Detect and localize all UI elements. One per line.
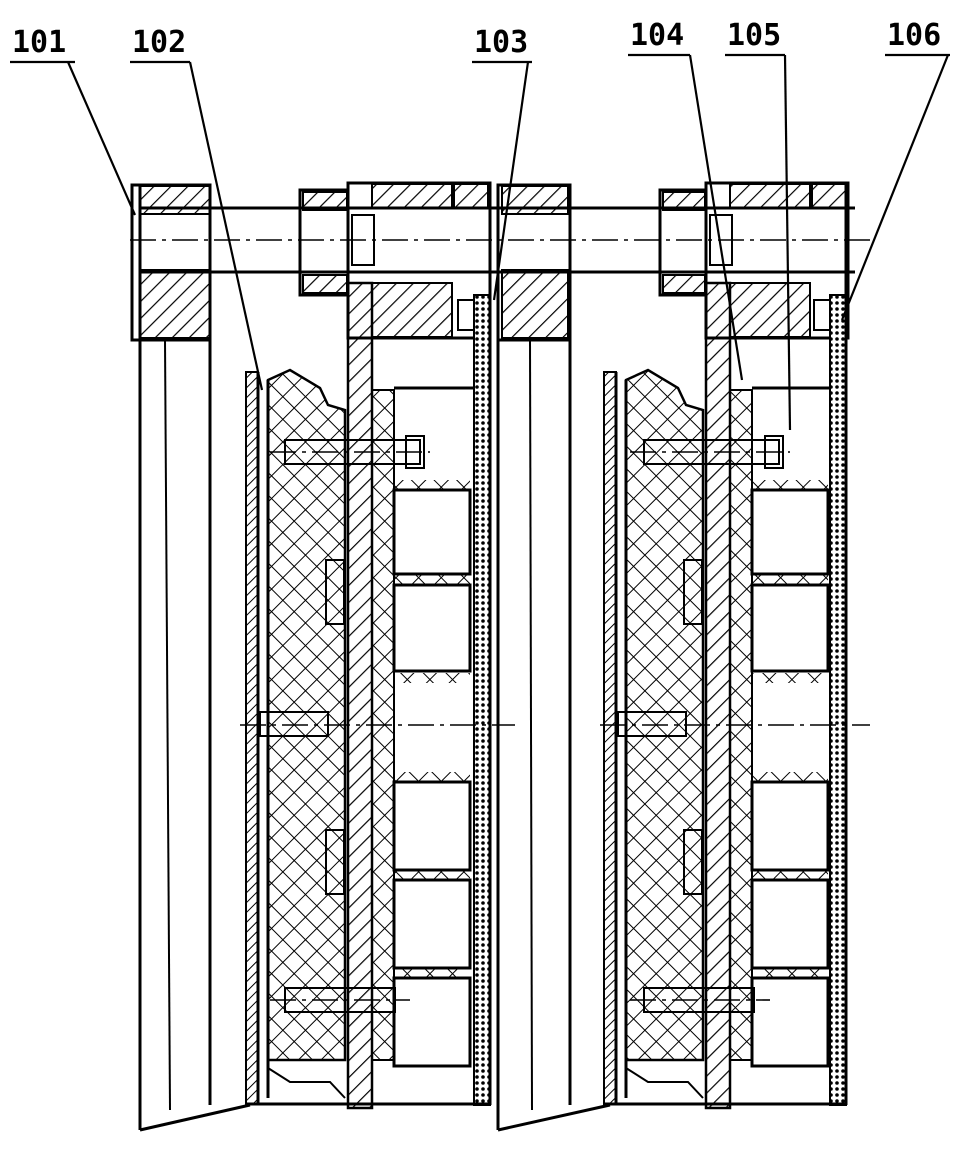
module-left	[130, 181, 500, 1132]
label-105: 105	[727, 18, 781, 53]
reference-labels: 101 102 103 104 105 106	[12, 18, 941, 60]
center-lines	[130, 239, 870, 1001]
module-right	[496, 181, 855, 1132]
cavities-left	[392, 480, 472, 1068]
label-102: 102	[132, 25, 186, 60]
label-106: 106	[887, 18, 941, 53]
cavities-right	[750, 480, 830, 1068]
leader-lines	[10, 53, 950, 431]
label-103: 103	[474, 25, 528, 60]
label-104: 104	[630, 18, 684, 53]
label-101: 101	[12, 25, 66, 60]
